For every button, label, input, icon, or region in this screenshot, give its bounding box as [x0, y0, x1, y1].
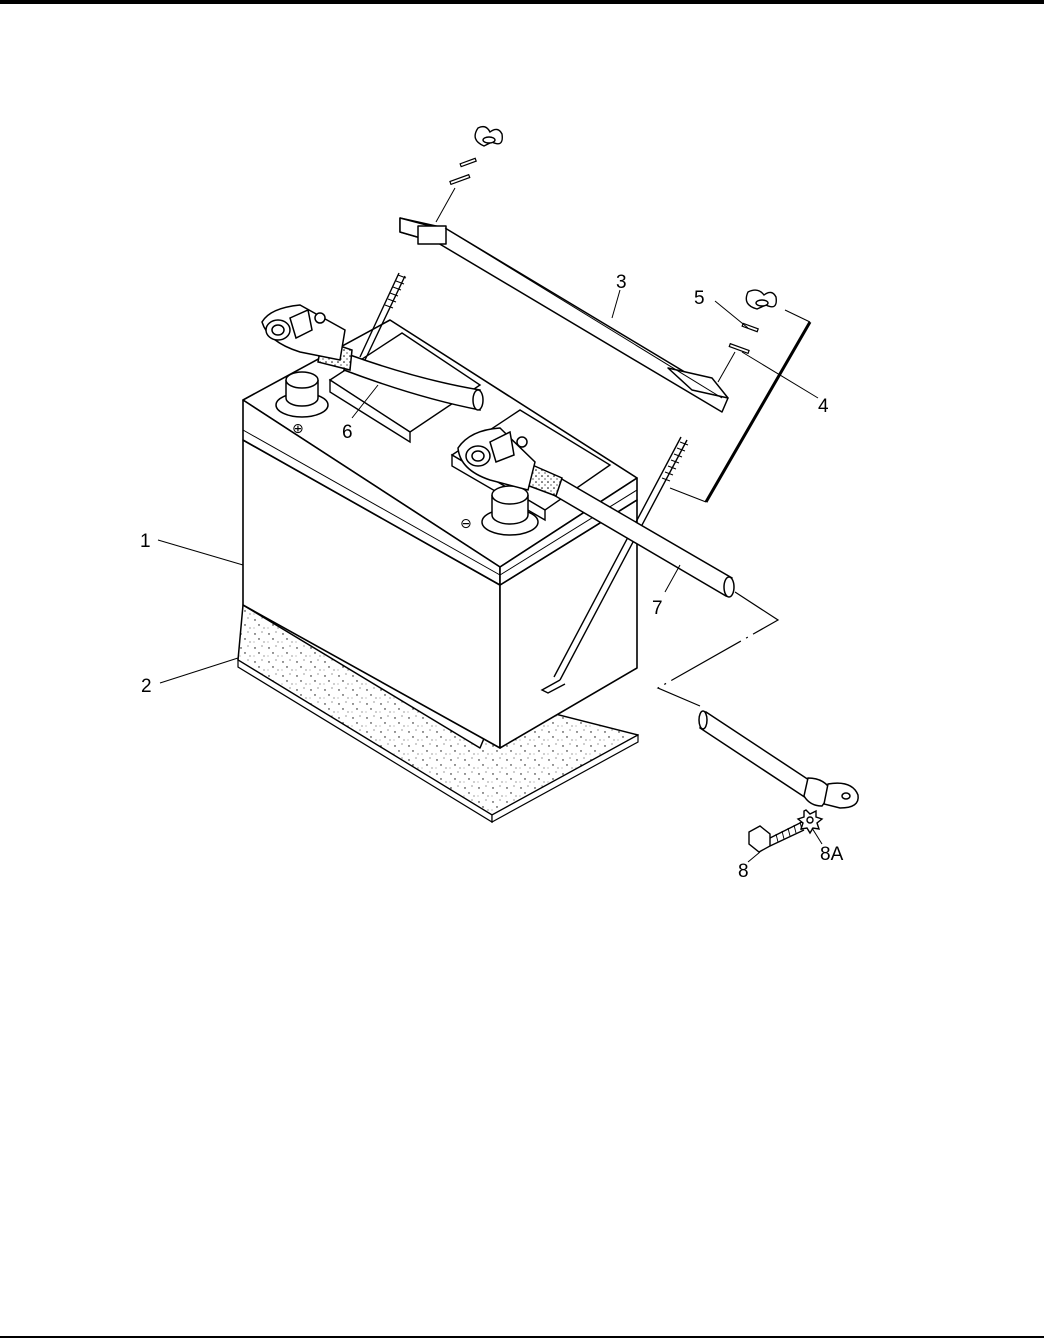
callout-7: 7	[652, 598, 663, 619]
terminal-bolt	[749, 822, 804, 852]
bottom-border-rule	[0, 1336, 1044, 1338]
callout-4: 4	[818, 396, 829, 417]
callout-3: 3	[616, 272, 627, 293]
wing-nut-right	[746, 290, 776, 309]
callout-1: 1	[140, 531, 151, 552]
callout-8: 8	[738, 861, 749, 882]
callout-5: 5	[694, 288, 705, 309]
callout-6: 6	[342, 422, 353, 443]
ground-cable-end	[699, 711, 858, 808]
washer-flat	[729, 344, 749, 354]
wing-nut-left	[475, 127, 502, 146]
callout-2: 2	[141, 676, 152, 697]
negative-polarity-mark: ⊕	[292, 421, 304, 437]
star-lock-washer	[798, 810, 822, 833]
washers-left	[450, 158, 476, 184]
positive-polarity-mark: ⊖	[460, 516, 472, 532]
callout-8a: 8A	[820, 844, 844, 865]
